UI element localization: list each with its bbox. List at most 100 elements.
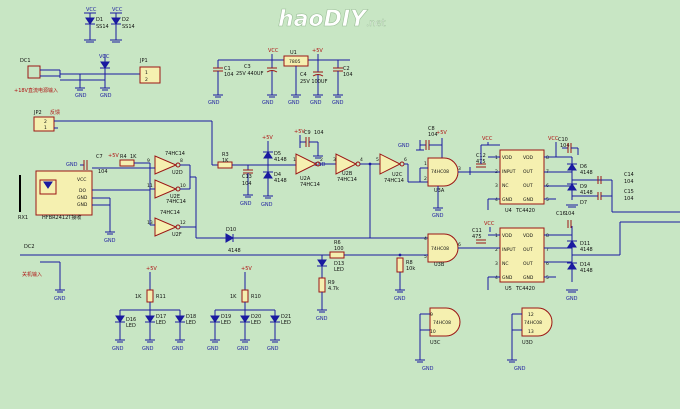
svg-text:2: 2 <box>424 176 427 182</box>
svg-text:7805: 7805 <box>289 59 301 65</box>
svg-text:GND: GND <box>566 296 578 302</box>
resistor-r8: R8 10k <box>396 257 415 273</box>
svg-text:3: 3 <box>333 157 336 163</box>
svg-text:4: 4 <box>360 157 363 163</box>
svg-text:8: 8 <box>180 158 183 164</box>
svg-text:1K: 1K <box>222 158 229 164</box>
svg-text:1: 1 <box>424 161 427 167</box>
svg-text:2: 2 <box>44 119 47 125</box>
svg-text:4: 4 <box>495 197 498 203</box>
cap-c9: C9 104 <box>300 130 324 147</box>
svg-text:GND: GND <box>237 346 249 352</box>
svg-text:U2C: U2C <box>392 172 403 178</box>
svg-text:U3B: U3B <box>434 262 445 268</box>
svg-text:D5: D5 <box>274 151 281 157</box>
svg-text:GND: GND <box>54 296 66 302</box>
svg-text:104: 104 <box>343 72 353 78</box>
resistor-r4: R4 1K <box>119 154 137 167</box>
svg-text:LED: LED <box>221 320 231 326</box>
led-d19: D19 LED <box>210 310 231 340</box>
svg-text:GND: GND <box>77 202 88 208</box>
diode-d4: D4 4148 <box>263 171 287 184</box>
watermark-logo: haoDIY <box>278 7 368 32</box>
svg-text:D18: D18 <box>186 314 196 320</box>
svg-text:74HC14: 74HC14 <box>337 177 357 183</box>
svg-text:VDD: VDD <box>502 233 513 239</box>
svg-text:104: 104 <box>565 211 575 217</box>
svg-text:GND: GND <box>240 201 252 207</box>
svg-text:11: 11 <box>147 183 153 189</box>
svg-text:25V 100UF: 25V 100UF <box>300 79 328 85</box>
svg-text:VDD: VDD <box>502 155 513 161</box>
svg-text:1K: 1K <box>130 154 137 160</box>
diode-d10: D10 4148 <box>225 227 241 254</box>
svg-text:1: 1 <box>495 155 498 161</box>
svg-text:U2A: U2A <box>300 176 311 182</box>
cap-c1: C1 104 <box>213 60 234 95</box>
svg-text:U2E: U2E <box>170 194 180 200</box>
svg-text:TC4420: TC4420 <box>515 286 535 292</box>
svg-text:VCC: VCC <box>548 136 559 142</box>
cap-c13: C13 104 <box>242 169 253 195</box>
diode-d1: VCC D1 SS14 <box>84 7 109 40</box>
svg-text:+5V: +5V <box>108 153 119 159</box>
svg-text:GND: GND <box>288 100 300 106</box>
resistor-r3: R3 1K <box>217 152 233 169</box>
svg-text:JP1: JP1 <box>139 58 148 64</box>
cap-c2: C2 104 <box>333 60 353 95</box>
svg-text:3: 3 <box>458 166 461 172</box>
svg-text:U2D: U2D <box>172 170 183 176</box>
svg-text:+5V: +5V <box>312 48 323 54</box>
svg-text:GND: GND <box>310 100 322 106</box>
cap-c7: GND C7 104 +5V <box>66 153 119 175</box>
svg-text:R9: R9 <box>328 280 335 286</box>
svg-text:+5V: +5V <box>146 266 157 272</box>
svg-text:D6: D6 <box>580 164 587 170</box>
led-d16: D16 LED <box>115 310 136 340</box>
svg-text:DC2: DC2 <box>24 244 35 250</box>
svg-text:D9: D9 <box>580 184 587 190</box>
svg-text:GND: GND <box>514 366 526 372</box>
svg-text:6: 6 <box>546 261 549 267</box>
svg-text:SS14: SS14 <box>122 24 135 30</box>
svg-text:R4: R4 <box>120 154 127 160</box>
svg-text:R6: R6 <box>334 240 341 246</box>
svg-text:4148: 4148 <box>228 248 241 254</box>
svg-text:OUT: OUT <box>523 261 533 267</box>
svg-text:GND: GND <box>207 346 219 352</box>
inverter-u2f: 74HC14 U2F 13 12 <box>147 210 186 238</box>
svg-text:C8: C8 <box>428 126 435 132</box>
inverter-u2d: 74HC14 U2D 9 8 <box>147 151 185 176</box>
led-d13: D13 LED <box>317 259 344 273</box>
diode-d11: D11 4148 <box>567 240 593 253</box>
svg-text:GND: GND <box>77 195 88 201</box>
svg-text:8: 8 <box>546 155 549 161</box>
svg-text:GND: GND <box>523 275 534 281</box>
svg-text:4148: 4148 <box>580 190 593 196</box>
svg-text:10: 10 <box>180 183 186 189</box>
svg-text:2: 2 <box>145 77 148 83</box>
svg-text:3: 3 <box>495 183 498 189</box>
svg-text:74HC14: 74HC14 <box>160 210 180 216</box>
svg-text:C16: C16 <box>556 211 566 217</box>
svg-text:D1: D1 <box>96 17 103 23</box>
svg-text:D21: D21 <box>281 314 291 320</box>
svg-text:TC4420: TC4420 <box>515 208 535 214</box>
svg-text:104: 104 <box>224 72 234 78</box>
svg-text:3: 3 <box>495 261 498 267</box>
cap-c10: C10 104 <box>558 137 578 153</box>
svg-text:C2: C2 <box>343 66 350 72</box>
svg-text:VCC: VCC <box>482 136 493 142</box>
svg-text:GND: GND <box>332 100 344 106</box>
resistor-r6: R6 100 <box>329 240 345 259</box>
dc1-jack: DC1 +18V直流电源输入 <box>14 58 61 94</box>
svg-text:74HC08: 74HC08 <box>431 169 449 175</box>
svg-text:104: 104 <box>624 196 634 202</box>
svg-text:74HC14: 74HC14 <box>300 182 320 188</box>
svg-text:4148: 4148 <box>274 178 287 184</box>
svg-text:GND: GND <box>104 238 116 244</box>
svg-text:GND: GND <box>398 143 410 149</box>
diode-d5: D5 4148 <box>263 151 287 163</box>
